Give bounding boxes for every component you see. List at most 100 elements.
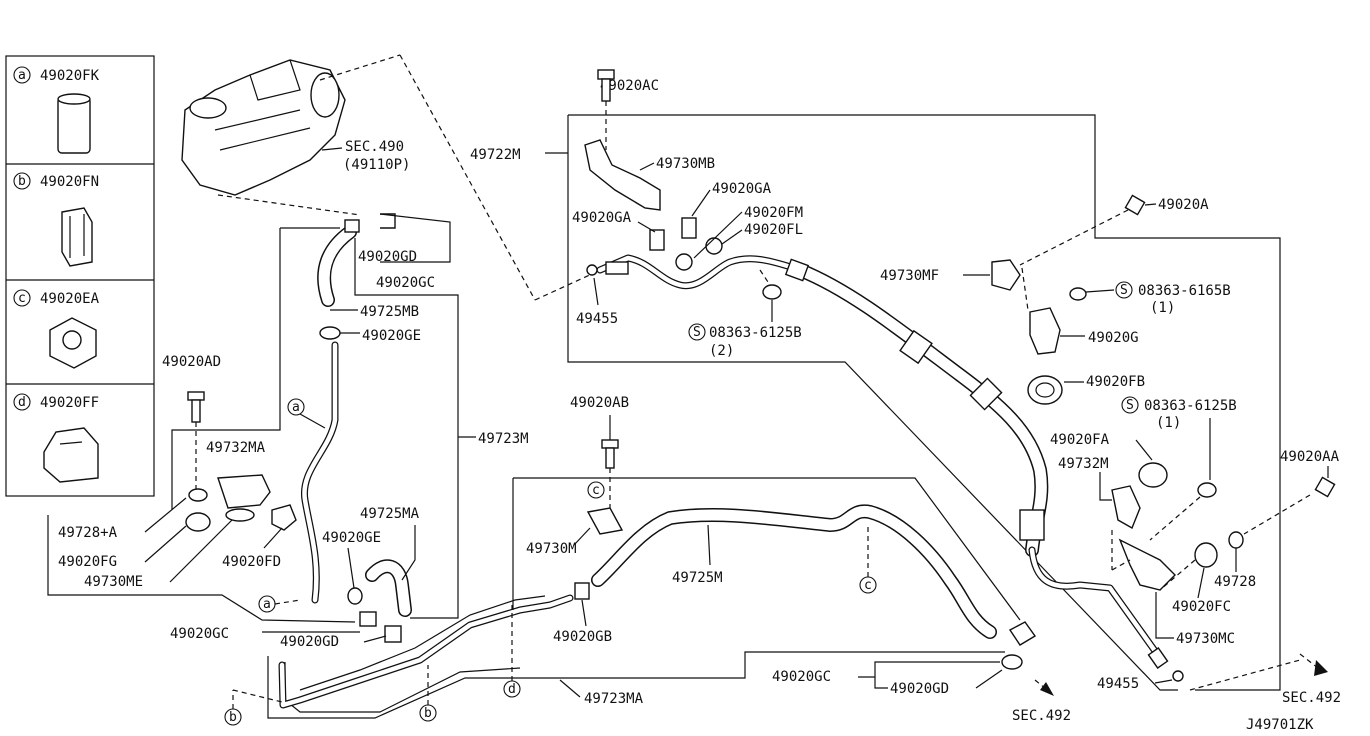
bolt-49020ab-icon <box>601 439 619 469</box>
grommet-49020fa <box>1138 462 1168 488</box>
callout-d-1: d <box>508 682 516 697</box>
bracket-49732m <box>1111 485 1141 530</box>
label-49020fd: 49020FD <box>222 554 281 570</box>
label-49020fg: 49020FG <box>58 554 117 570</box>
legend-part-d: 49020FF <box>40 395 99 411</box>
label-qty-1b: (1) <box>1156 415 1181 431</box>
legend: a 49020FK b 49020FN c 49020EA d 49020FF <box>5 55 155 497</box>
legend-letter-b: b <box>18 174 26 189</box>
label-49732ma: 49732MA <box>206 440 266 456</box>
bracket-49730mb <box>584 139 661 211</box>
label-08363-6125b-2: 08363-6125B <box>1144 398 1237 414</box>
clamp-49020gb <box>574 582 590 600</box>
callout-b-2: b <box>424 706 432 721</box>
label-49723m: 49723M <box>478 431 529 447</box>
fitting-49455-1 <box>586 261 629 276</box>
power-steering-pump <box>181 59 346 196</box>
label-49020gd-bot: 49020GD <box>280 634 339 650</box>
bracket-49730m <box>586 507 624 535</box>
label-49725mb: 49725MB <box>360 304 419 320</box>
callout-s-3: S <box>1126 398 1134 413</box>
label-49728a: 49728+A <box>58 525 118 541</box>
clamp-49020gc-r <box>1008 621 1037 646</box>
label-49730m: 49730M <box>526 541 577 557</box>
bolt-49020aa-icon <box>1314 476 1336 498</box>
label-49020fb: 49020FB <box>1086 374 1145 390</box>
callout-b-1: b <box>229 710 237 725</box>
clamp-49020ge-top <box>319 326 341 340</box>
label-49723ma: 49723MA <box>584 691 644 707</box>
grommet-49020fb <box>1027 375 1063 405</box>
label-49020fl: 49020FL <box>744 222 803 238</box>
label-49732m: 49732M <box>1058 456 1109 472</box>
label-49020gd-top: 49020GD <box>358 249 417 265</box>
callout-a-1: a <box>292 400 300 415</box>
clamp-49020gd-r <box>1001 654 1023 670</box>
bolt-08363-6125b-2-icon <box>1197 482 1217 498</box>
clamp-49020ff-icon <box>43 427 99 483</box>
label-sec492-1: SEC.492 <box>1012 708 1071 724</box>
label-49730mb: 49730MB <box>656 156 715 172</box>
label-49020gb: 49020GB <box>553 629 612 645</box>
legend-letter-d: d <box>18 395 26 410</box>
fitting-49455-2 <box>1147 647 1184 682</box>
legend-callout-c <box>13 289 31 307</box>
label-49455-1: 49455 <box>576 311 618 327</box>
clamp-49020fd <box>271 504 297 531</box>
legend-letter-c: c <box>18 291 26 306</box>
bracket-49730mc <box>1118 538 1176 591</box>
bolt-08363-6165b-icon <box>1069 287 1087 301</box>
legend-callout-d <box>13 393 31 411</box>
label-49020gc-top: 49020GC <box>376 275 435 291</box>
grommet-49020fc <box>1194 542 1218 568</box>
label-49020g: 49020G <box>1088 330 1139 346</box>
callout-c-2: c <box>864 578 872 593</box>
bolt-49020a-icon <box>1124 194 1146 216</box>
label-49455-2: 49455 <box>1097 676 1139 692</box>
clamp-49020ea-icon <box>49 317 97 369</box>
legend-part-c: 49020EA <box>40 291 100 307</box>
label-49020fa: 49020FA <box>1050 432 1110 448</box>
clamp-49020gd-bot <box>384 625 402 643</box>
bracket-49020g <box>1029 307 1061 355</box>
label-49020ab: 49020AB <box>570 395 629 411</box>
label-49725m: 49725M <box>672 570 723 586</box>
diagram-id: J49701ZK <box>1246 717 1314 733</box>
bolt-08363-6125b-1-icon <box>762 284 782 300</box>
grommet-49728 <box>1228 531 1244 549</box>
clip-49020fn-icon <box>61 207 93 267</box>
label-49020fc: 49020FC <box>1172 599 1231 615</box>
label-qty-2: (2) <box>709 343 734 359</box>
bracket-49730mf <box>991 259 1021 291</box>
grommet-49020fk-icon <box>57 93 91 154</box>
clamp-49020ga-1 <box>649 229 665 251</box>
bracket-49732ma <box>217 474 271 522</box>
label-49730mf: 49730MF <box>880 268 939 284</box>
grommet-49020fg <box>185 512 211 532</box>
label-49730me: 49730ME <box>84 574 143 590</box>
legend-callout-b <box>13 172 31 190</box>
hose-sleeves <box>784 258 1045 541</box>
callout-s-1: S <box>693 325 701 340</box>
label-49020ac: 49020AC <box>600 78 659 94</box>
label-49020gc-r: 49020GC <box>772 669 831 685</box>
clamp-49020gd-top <box>344 213 396 233</box>
label-49020gd-r: 49020GD <box>890 681 949 697</box>
label-49725ma: 49725MA <box>360 506 420 522</box>
callout-c-1: c <box>592 483 600 498</box>
clamp-49020gc-bot <box>359 611 377 627</box>
grommet-49020fm <box>675 253 693 271</box>
grommet-49728a <box>188 488 208 502</box>
legend-letter-a: a <box>18 68 26 83</box>
label-qty-1a: (1) <box>1150 300 1175 316</box>
label-08363-6165b: 08363-6165B <box>1138 283 1231 299</box>
label-08363-6125b-1: 08363-6125B <box>709 325 802 341</box>
callout-s-2: S <box>1120 283 1128 298</box>
label-49020aa: 49020AA <box>1280 449 1340 465</box>
label-49020ga-2: 49020GA <box>712 181 772 197</box>
grommet-49020fl <box>705 237 723 255</box>
label-49020ge-top: 49020GE <box>362 328 421 344</box>
label-49020ga-1: 49020GA <box>572 210 632 226</box>
label-49020ge-mid: 49020GE <box>322 530 381 546</box>
